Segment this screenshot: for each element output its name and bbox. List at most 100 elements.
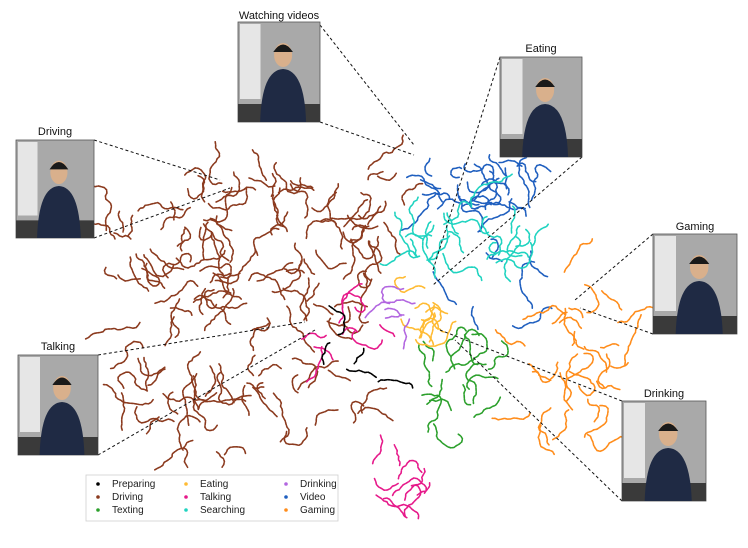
series-drinking xyxy=(364,285,416,350)
trace-eating xyxy=(428,301,443,343)
trace-texting xyxy=(445,326,467,370)
trace-driving xyxy=(145,416,160,435)
trace-driving xyxy=(214,248,257,285)
trace-gaming xyxy=(583,345,608,373)
legend-label: Texting xyxy=(112,505,144,516)
trace-talking xyxy=(300,332,328,340)
legend-item-video: Video xyxy=(284,492,326,503)
trace-driving xyxy=(340,324,364,335)
trace-searching xyxy=(394,211,421,259)
trace-driving xyxy=(153,439,194,471)
trace-searching xyxy=(531,223,550,247)
trace-video xyxy=(436,198,462,210)
trace-driving xyxy=(207,186,249,211)
trace-video xyxy=(519,260,536,309)
leader-line xyxy=(454,339,623,502)
trace-video xyxy=(516,162,537,183)
trace-searching xyxy=(510,205,516,234)
trace-talking xyxy=(375,494,420,520)
trace-preparing xyxy=(321,341,332,365)
legend-marker xyxy=(284,508,288,512)
trace-driving xyxy=(334,222,344,250)
trace-driving xyxy=(113,232,132,240)
trace-driving xyxy=(314,409,339,426)
trace-driving xyxy=(272,186,286,228)
trace-gaming xyxy=(597,353,611,389)
trace-gaming xyxy=(491,412,531,421)
trace-driving xyxy=(102,383,154,406)
trace-video xyxy=(432,271,458,306)
trace-gaming xyxy=(573,330,585,350)
trace-gaming xyxy=(610,362,629,369)
leader-line xyxy=(432,56,501,271)
trace-eating xyxy=(393,275,426,294)
trace-driving xyxy=(252,227,280,256)
callout-title: Talking xyxy=(41,341,75,353)
legend-marker xyxy=(96,482,100,486)
trace-driving xyxy=(192,397,218,432)
trace-searching xyxy=(421,224,436,279)
callout-title: Eating xyxy=(525,43,556,55)
trace-driving xyxy=(312,303,334,316)
trace-drinking xyxy=(402,318,411,350)
trace-driving xyxy=(241,384,250,416)
leader-line xyxy=(319,121,415,156)
trace-driving xyxy=(346,213,368,229)
trace-preparing xyxy=(353,347,365,365)
trace-driving xyxy=(149,248,185,271)
trace-searching xyxy=(408,196,433,238)
trace-driving xyxy=(186,175,206,200)
trace-driving xyxy=(270,172,277,197)
trace-searching xyxy=(503,236,522,283)
trace-texting xyxy=(428,398,453,412)
trace-texting xyxy=(461,383,472,406)
trace-searching xyxy=(495,241,534,269)
trace-video xyxy=(466,181,491,194)
trace-driving xyxy=(193,294,248,310)
trace-gaming xyxy=(494,329,526,347)
trace-driving xyxy=(289,182,309,219)
trace-driving xyxy=(212,272,232,294)
leader-line xyxy=(93,139,221,181)
trace-gaming xyxy=(537,424,555,456)
person-watching-video-photo: Watching videos xyxy=(237,10,321,123)
trace-driving xyxy=(246,382,265,390)
trace-driving xyxy=(143,356,150,392)
trace-driving xyxy=(258,363,283,377)
legend-label: Searching xyxy=(200,505,245,516)
trace-talking xyxy=(379,324,396,338)
trace-texting xyxy=(432,423,464,449)
trace-talking xyxy=(391,477,427,497)
trace-driving xyxy=(167,391,179,415)
trace-texting xyxy=(487,340,509,370)
trace-texting xyxy=(465,362,487,405)
trace-talking xyxy=(305,346,324,383)
legend-marker xyxy=(184,508,188,512)
trace-gaming xyxy=(568,307,584,319)
trace-driving xyxy=(162,392,218,403)
trace-talking xyxy=(351,329,383,350)
trace-driving xyxy=(215,451,226,468)
legend-item-driving: Driving xyxy=(96,492,143,503)
trace-driving xyxy=(129,256,150,292)
trace-texting xyxy=(466,374,499,390)
trace-driving xyxy=(401,182,424,206)
trace-driving xyxy=(192,290,243,303)
trace-gaming xyxy=(558,316,583,330)
trace-driving xyxy=(350,400,365,424)
trace-gaming xyxy=(528,362,552,382)
trace-driving xyxy=(203,289,218,310)
trace-searching xyxy=(424,220,432,249)
trace-driving xyxy=(120,392,126,431)
trace-drinking xyxy=(364,298,416,319)
trace-gaming xyxy=(595,380,621,391)
trace-driving xyxy=(291,374,299,394)
trace-talking xyxy=(373,477,399,492)
trace-searching xyxy=(488,241,497,254)
trace-driving xyxy=(103,266,118,280)
callout-title: Watching videos xyxy=(239,10,320,22)
trace-driving xyxy=(137,357,166,377)
series-searching xyxy=(379,173,550,283)
trace-driving xyxy=(109,340,144,370)
